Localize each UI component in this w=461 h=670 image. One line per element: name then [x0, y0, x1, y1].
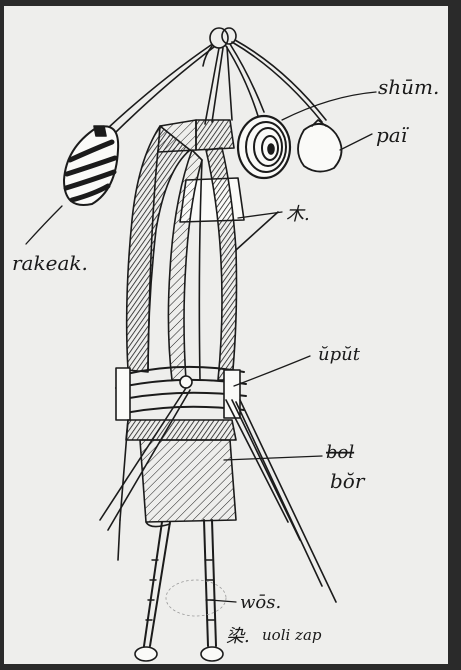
- shum-coil: [238, 116, 290, 178]
- label-upat: ŭpŭt: [318, 344, 361, 365]
- label-pai: paï: [376, 123, 410, 147]
- label-bor: bŏr: [330, 469, 366, 493]
- label-mu: 木.: [286, 204, 310, 225]
- bor-block: [140, 440, 236, 527]
- label-wos: wōs.: [240, 592, 281, 613]
- label-uolizap: uoli zap: [262, 626, 322, 644]
- label-bor-struck: bol: [326, 442, 354, 463]
- label-kanji-bottom: 染.: [226, 626, 250, 647]
- label-rakeak: rakeak.: [12, 251, 88, 275]
- label-shum: shūm.: [378, 75, 439, 99]
